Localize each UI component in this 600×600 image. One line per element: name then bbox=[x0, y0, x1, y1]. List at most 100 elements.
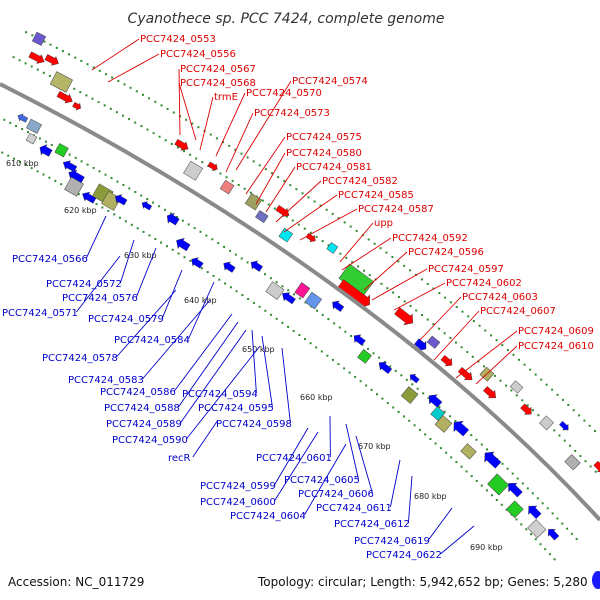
forward-gene-label[interactable]: PCC7424_0582 bbox=[275, 176, 398, 223]
reverse-gene-label[interactable]: PCC7424_0604 bbox=[230, 443, 347, 522]
reverse-gene-label[interactable]: recR bbox=[168, 419, 219, 464]
gene-arrow[interactable] bbox=[482, 385, 499, 402]
forward-gene-label[interactable]: PCC7424_0568 bbox=[178, 78, 256, 141]
gene-box[interactable] bbox=[49, 71, 73, 93]
forward-gene-label[interactable]: PCC7424_0581 bbox=[265, 162, 372, 213]
reverse-gene-label[interactable]: PCC7424_0589 bbox=[106, 329, 247, 430]
reverse-gene-label[interactable]: PCC7424_0576 bbox=[62, 247, 157, 304]
gene-arrow[interactable] bbox=[519, 402, 535, 417]
forward-gene-label[interactable]: PCC7424_0573 bbox=[225, 108, 330, 173]
forward-gene-label[interactable]: PCC7424_0556 bbox=[107, 49, 236, 83]
gene-arrow[interactable] bbox=[558, 420, 571, 433]
gene-box[interactable] bbox=[487, 473, 510, 496]
forward-gene-label[interactable]: PCC7424_0602 bbox=[393, 278, 522, 311]
forward-gene-label[interactable]: PCC7424_0592 bbox=[341, 233, 468, 271]
gene-box[interactable] bbox=[509, 380, 524, 394]
gene-box[interactable] bbox=[539, 415, 554, 431]
reverse-gene-label[interactable]: PCC7424_0611 bbox=[316, 459, 401, 514]
reverse-gene-label[interactable]: PCC7424_0595 bbox=[198, 335, 274, 414]
gene-arrow[interactable] bbox=[173, 235, 191, 253]
gene-arrow[interactable] bbox=[189, 255, 205, 270]
forward-gene-label[interactable]: PCC7424_0575 bbox=[245, 132, 362, 195]
reverse-gene-label[interactable]: PCC7424_0583 bbox=[68, 299, 211, 386]
gene-arrow[interactable] bbox=[413, 337, 430, 354]
gene-box[interactable] bbox=[564, 454, 581, 471]
forward-gene-label[interactable]: PCC7424_0574 bbox=[235, 76, 368, 171]
gene-arrow[interactable] bbox=[279, 289, 296, 305]
forward-gene-label[interactable]: PCC7424_0596 bbox=[363, 247, 484, 291]
gene-arrow[interactable] bbox=[425, 391, 443, 409]
gene-arrow[interactable] bbox=[248, 258, 264, 273]
gene-arrow[interactable] bbox=[545, 526, 561, 542]
reverse-gene-label[interactable]: PCC7424_0622 bbox=[366, 525, 475, 561]
gene-arrow[interactable] bbox=[457, 366, 476, 384]
gene-box[interactable] bbox=[304, 291, 323, 310]
reverse-gene-label[interactable]: PCC7424_0612 bbox=[334, 475, 413, 530]
gene-box[interactable] bbox=[25, 132, 38, 145]
gene-box[interactable] bbox=[527, 519, 547, 539]
forward-gene-label[interactable]: PCC7424_0580 bbox=[255, 148, 362, 205]
gene-box[interactable] bbox=[244, 193, 263, 211]
gene-box[interactable] bbox=[278, 227, 294, 243]
forward-gene-label[interactable]: PCC7424_0603 bbox=[419, 292, 538, 341]
gene-arrow[interactable] bbox=[207, 161, 220, 173]
forward-gene-label[interactable]: PCC7424_0587 bbox=[299, 204, 434, 241]
forward-gene-label[interactable]: PCC7424_0609 bbox=[455, 326, 594, 379]
gene-arrow[interactable] bbox=[16, 112, 29, 124]
gene-arrow[interactable] bbox=[449, 417, 470, 438]
gene-box[interactable] bbox=[64, 176, 84, 197]
gene-arrow[interactable] bbox=[28, 50, 47, 66]
forward-gene-label[interactable]: PCC7424_0597 bbox=[371, 264, 504, 301]
reverse-gene-label[interactable]: PCC7424_0578 bbox=[42, 289, 177, 364]
gene-arrow[interactable] bbox=[275, 204, 292, 220]
gene-box[interactable] bbox=[31, 31, 47, 46]
reverse-gene-label[interactable]: PCC7424_0571 bbox=[2, 255, 121, 319]
gene-arrow[interactable] bbox=[164, 211, 181, 228]
forward-gene-label[interactable]: PCC7424_0607 bbox=[433, 306, 556, 361]
reverse-gene-label[interactable]: PCC7424_0600 bbox=[200, 431, 319, 508]
gene-arrow[interactable] bbox=[140, 200, 153, 212]
gene-arrow[interactable] bbox=[113, 192, 128, 207]
gene-box[interactable] bbox=[357, 349, 372, 364]
reverse-gene-label[interactable]: PCC7424_0605 bbox=[284, 423, 360, 486]
gene-box[interactable] bbox=[326, 241, 339, 254]
forward-gene-label[interactable]: PCC7424_0553 bbox=[91, 34, 216, 71]
reverse-gene-label[interactable]: PCC7424_0572 bbox=[46, 239, 135, 290]
reverse-gene-label[interactable]: PCC7424_0598 bbox=[216, 347, 292, 430]
gene-arrow[interactable] bbox=[393, 305, 417, 328]
gene-box[interactable] bbox=[294, 282, 311, 299]
gene-arrow[interactable] bbox=[408, 372, 421, 385]
gene-box[interactable] bbox=[434, 415, 453, 433]
reverse-gene-label[interactable]: PCC7424_0590 bbox=[112, 345, 261, 446]
gene-arrow[interactable] bbox=[504, 479, 524, 499]
gene-arrow[interactable] bbox=[56, 90, 75, 106]
reverse-gene-labels[interactable]: PCC7424_0566PCC7424_0572PCC7424_0576PCC7… bbox=[2, 215, 475, 561]
reverse-gene-label[interactable]: PCC7424_0586 bbox=[100, 313, 233, 398]
gene-box[interactable] bbox=[183, 160, 204, 181]
forward-gene-labels[interactable]: PCC7424_0553PCC7424_0556PCC7424_0567PCC7… bbox=[91, 34, 594, 385]
gene-arrow[interactable] bbox=[37, 142, 53, 158]
reverse-gene-label[interactable]: PCC7424_0619 bbox=[354, 507, 453, 547]
gene-arrow[interactable] bbox=[174, 138, 191, 154]
reverse-gene-label[interactable]: PCC7424_0599 bbox=[200, 427, 309, 492]
forward-gene-label[interactable]: PCC7424_0610 bbox=[475, 341, 594, 385]
gene-box[interactable] bbox=[426, 335, 441, 349]
gene-box[interactable] bbox=[400, 386, 419, 404]
reverse-gene-label[interactable]: PCC7424_0588 bbox=[104, 321, 239, 414]
gene-arrow[interactable] bbox=[221, 259, 237, 274]
forward-gene-label[interactable]: PCC7424_0570 bbox=[215, 88, 322, 157]
reverse-gene-label[interactable]: PCC7424_0601 bbox=[256, 415, 332, 464]
gene-arrow[interactable] bbox=[592, 460, 600, 476]
gene-box[interactable] bbox=[26, 118, 42, 134]
reverse-gene-label[interactable]: PCC7424_0594 bbox=[182, 329, 258, 400]
scroll-arrow-icon[interactable] bbox=[592, 571, 600, 589]
gene-box[interactable] bbox=[54, 143, 69, 158]
gene-arrow[interactable] bbox=[44, 53, 61, 68]
forward-gene-label[interactable]: upp bbox=[339, 218, 393, 263]
gene-arrow[interactable] bbox=[480, 448, 503, 471]
gene-box[interactable] bbox=[265, 281, 285, 300]
gene-arrow[interactable] bbox=[351, 332, 367, 347]
gene-box[interactable] bbox=[505, 500, 524, 519]
gene-box[interactable] bbox=[219, 179, 235, 195]
gene-arrow[interactable] bbox=[376, 359, 393, 376]
